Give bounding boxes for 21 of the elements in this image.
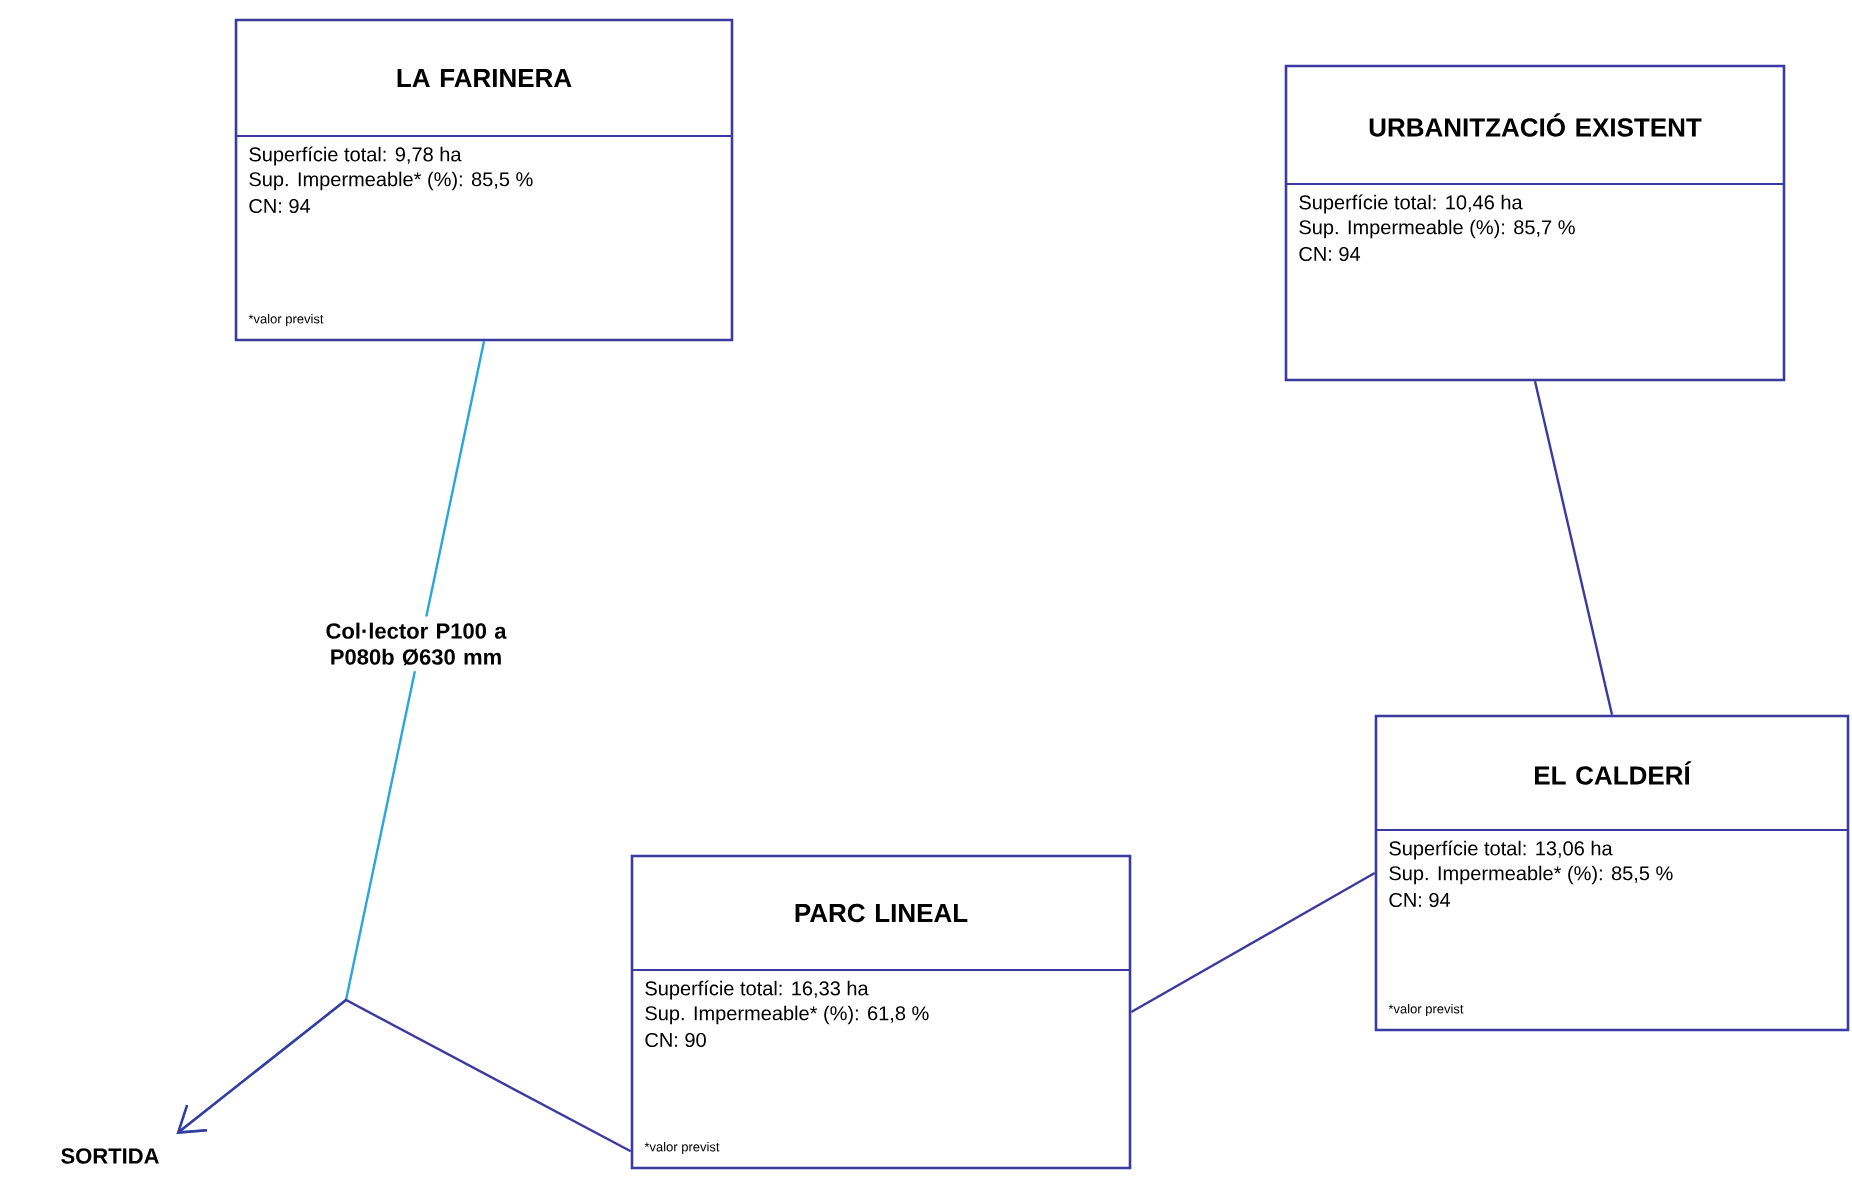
connector-line	[1533, 381, 1614, 715]
area-title: PARC LINEAL	[795, 903, 968, 923]
area-title: LA FARINERA	[397, 69, 572, 87]
area-data: Sup. Impermeable (%): 85,7 %	[1299, 219, 1575, 239]
area-data: Superfície total: 9,78 ha	[249, 146, 462, 166]
area-data: CN: 94	[1389, 892, 1451, 908]
area-data: Sup. Impermeable* (%): 61,8 %	[645, 1005, 929, 1025]
area-title: URBANITZACIÓ EXISTENT	[1369, 113, 1702, 137]
area-data: CN: 94	[249, 198, 311, 214]
area-data: Superfície total: 13,06 ha	[1389, 840, 1613, 860]
connector-line	[1130, 871, 1376, 1014]
edge-label: Col·lector P100 a P080b Ø630 mm	[326, 622, 507, 666]
outlet-label: SORTIDA	[61, 1148, 159, 1164]
area-data: Sup. Impermeable* (%): 85,5 %	[249, 171, 533, 191]
area-data: CN: 94	[1299, 246, 1361, 262]
area-data: Superfície total: 10,46 ha	[1299, 194, 1523, 214]
connector-line	[176, 998, 632, 1153]
area-data: Sup. Impermeable* (%): 85,5 %	[1389, 865, 1673, 885]
area-data: Superfície total: 16,33 ha	[645, 980, 869, 1000]
area-data: CN: 90	[645, 1032, 706, 1048]
area-title: EL CALDERÍ	[1535, 761, 1692, 785]
